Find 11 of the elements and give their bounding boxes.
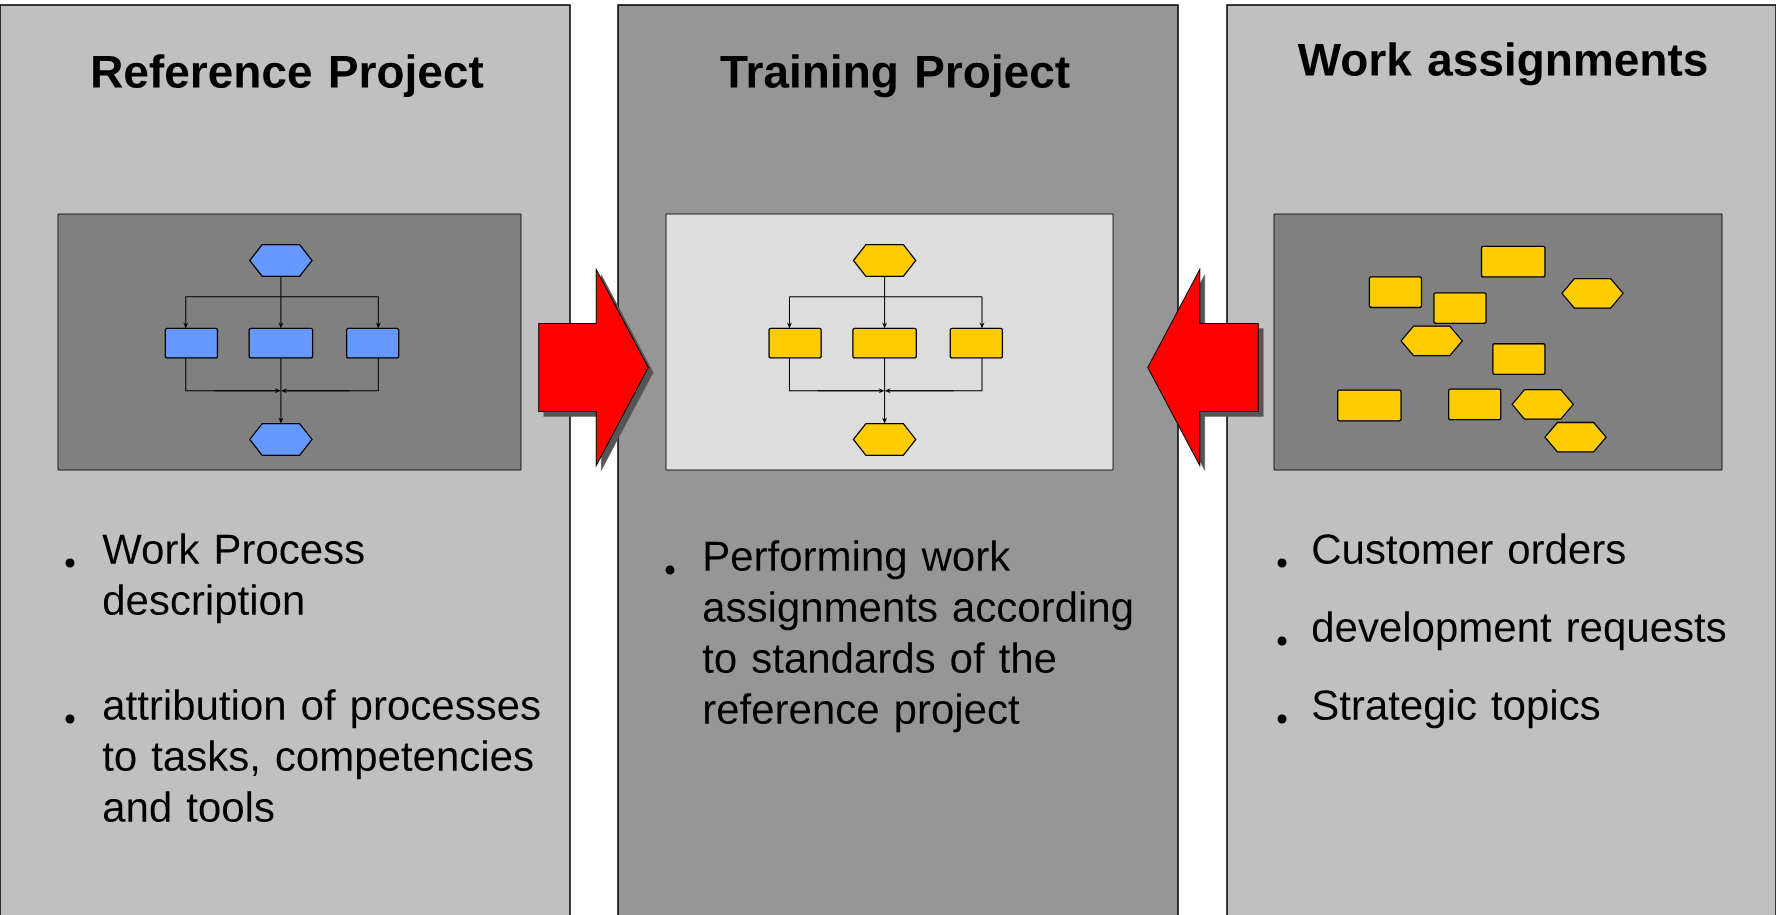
bullet-item: Strategic topics [1277,689,1600,729]
bullet-item: Work Process description [65,533,364,624]
block-arrow [538,269,654,471]
bullet-item: Performing work assignments according to standards of the reference project [665,540,1132,733]
bullet-item: attribution of processes to tasks, competencies and tools [65,689,540,823]
bullet-item: Customer orders [1277,533,1625,568]
panel-heading: Work assignments [1297,42,1707,86]
block-arrow [1147,269,1264,471]
bullet-item: development requests [1277,611,1726,651]
panel-heading: Reference Project [93,54,484,98]
panel-heading: Training Project [720,54,1070,98]
